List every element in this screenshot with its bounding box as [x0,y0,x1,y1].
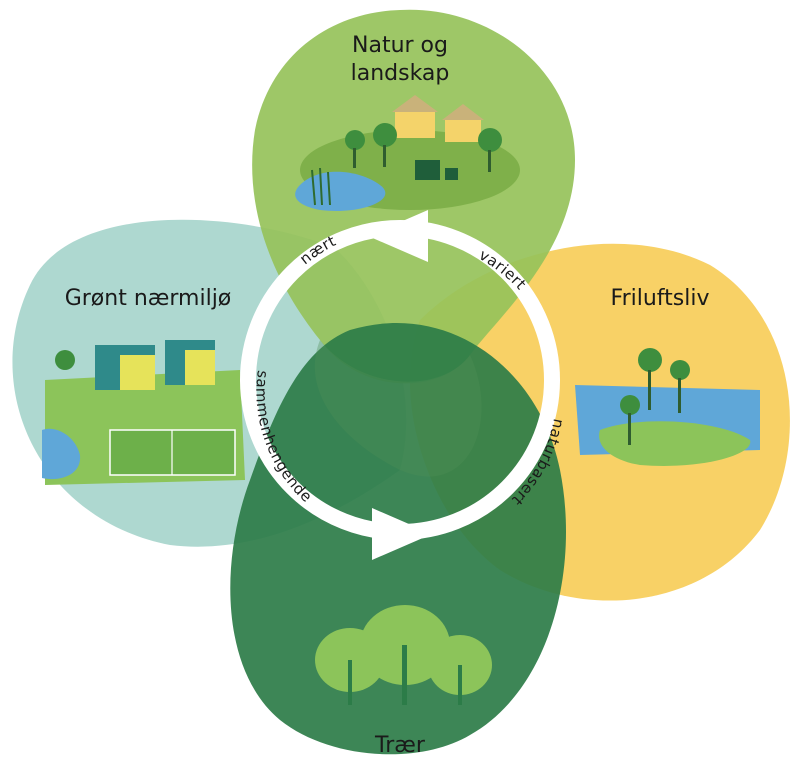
arrow-head-bottom-icon [372,508,432,560]
center-overlap [314,340,482,477]
label-traer: Trær [374,733,426,758]
arrow-head-top-icon [368,210,428,262]
trees-illustration [315,605,492,705]
label-natur-line2: landskap [351,61,450,86]
label-natur-line1: Natur og [352,33,448,58]
nature-landscape-illustration [295,95,520,211]
label-friluftsliv: Friluftsliv [611,286,710,311]
green-neighborhood-illustration [42,340,245,485]
outdoor-life-illustration [575,348,760,466]
cycle-ring [240,210,560,560]
label-gront-naermiljo: Grønt nærmiljø [65,286,232,311]
